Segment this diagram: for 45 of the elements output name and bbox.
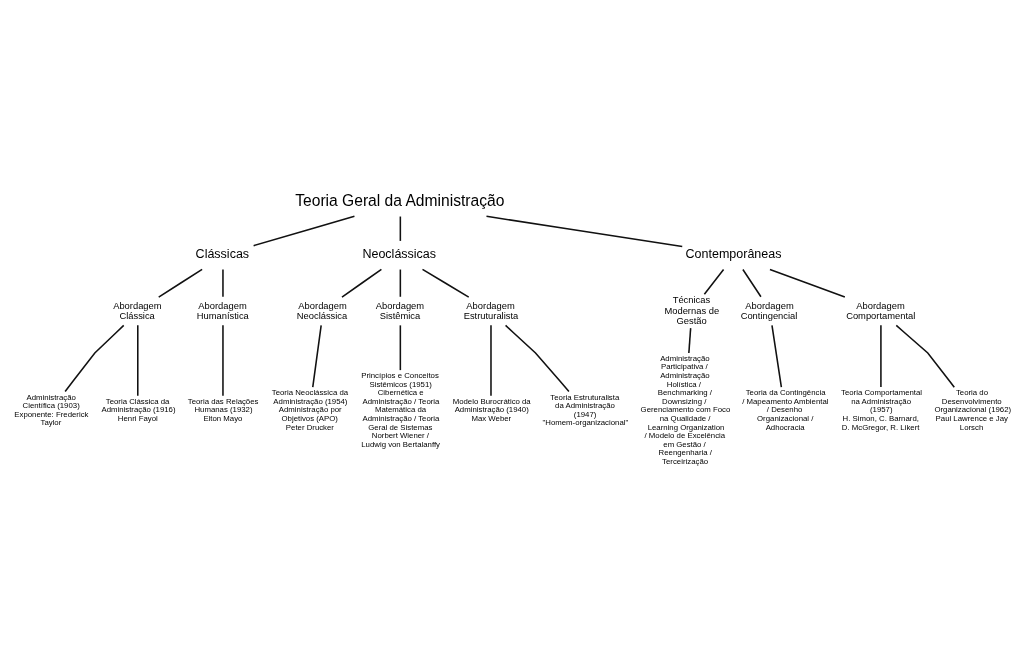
connector [703, 268, 725, 295]
connector [399, 215, 402, 242]
node-text: Abordagem Estruturalista [463, 300, 519, 321]
connector [157, 268, 203, 298]
connector [880, 324, 882, 388]
connector [504, 324, 570, 392]
node-text: Teoria Neoclássica da Administração (1954) Administração por Objetivos (APO) Peter Drucker [271, 387, 349, 432]
node-text: Modelo Burocrático da Administração (1940) Max Weber [452, 396, 531, 423]
connector [341, 268, 383, 298]
node-text: Teoria Geral da Administração [295, 191, 505, 209]
node-text: Teoria das Relações Humanas (1932) Elton Mayo [187, 396, 259, 423]
connector [688, 326, 692, 354]
connector [490, 324, 492, 397]
node-text: Teoria do Desenvolvimento Organizacional (1962) Paul Lawrence e Jay Lorsch [934, 387, 1012, 432]
connector [252, 215, 356, 246]
connector [312, 324, 322, 388]
node-text: Teoria da Contingência / Mapeamento Ambiental / Desenho Organizacional / Adhocracia [742, 387, 829, 432]
node-text: Técnicas Modernas de Gestão [664, 294, 720, 326]
node-text: Abordagem Neoclássica [296, 300, 348, 321]
node-text: Teoria Comportamental na Administração (1957) H. Simon, C. Barnard, D. McGregor, R. Likert [841, 387, 923, 432]
node-text: Abordagem Clássica [113, 300, 162, 321]
connector [137, 324, 139, 397]
node-text: Princípios e Conceitos Sistêmicos (1951) Cibernética e Administração / Teoria Matemática da Administração / Teoria Geral de Sistemas Norbert Wiener / Ludwig von Bertalanffy [361, 370, 441, 449]
connector [742, 268, 762, 298]
connector [485, 215, 684, 247]
node-text: Neoclássicas [362, 246, 437, 261]
node-text: Teoria Estruturalista da Administração (1947) "Homem-organizacional" [542, 392, 629, 427]
connector [64, 324, 125, 392]
node-text: Clássicas [195, 246, 250, 261]
connector [771, 324, 783, 388]
node-text: Abordagem Comportamental [846, 300, 916, 321]
connector [421, 268, 470, 298]
connector [399, 324, 402, 371]
node-text: Abordagem Humanística [196, 300, 249, 321]
node-text: Abordagem Sistêmica [375, 300, 425, 321]
connector [895, 324, 956, 388]
node-text: Administração Participativa / Administração Holística / Benchmarking / Downsizing / Gerenciamento com Foco na Qualidade / Learning Organization / Modelo de Excelência em Gestão / Reengenharia / Terceirização [640, 353, 731, 466]
node-text: Abordagem Contingencial [740, 300, 798, 321]
connector [222, 324, 224, 397]
node-text: Teoria Clássica da Administração (1916) Henri Fayol [101, 396, 176, 423]
connector [769, 268, 846, 298]
connector [222, 268, 224, 298]
node-text: Administração Científica (1903) Exponente: Frederick Taylor [14, 392, 89, 427]
node-text: Contemporâneas [685, 246, 782, 261]
connector [399, 268, 402, 298]
